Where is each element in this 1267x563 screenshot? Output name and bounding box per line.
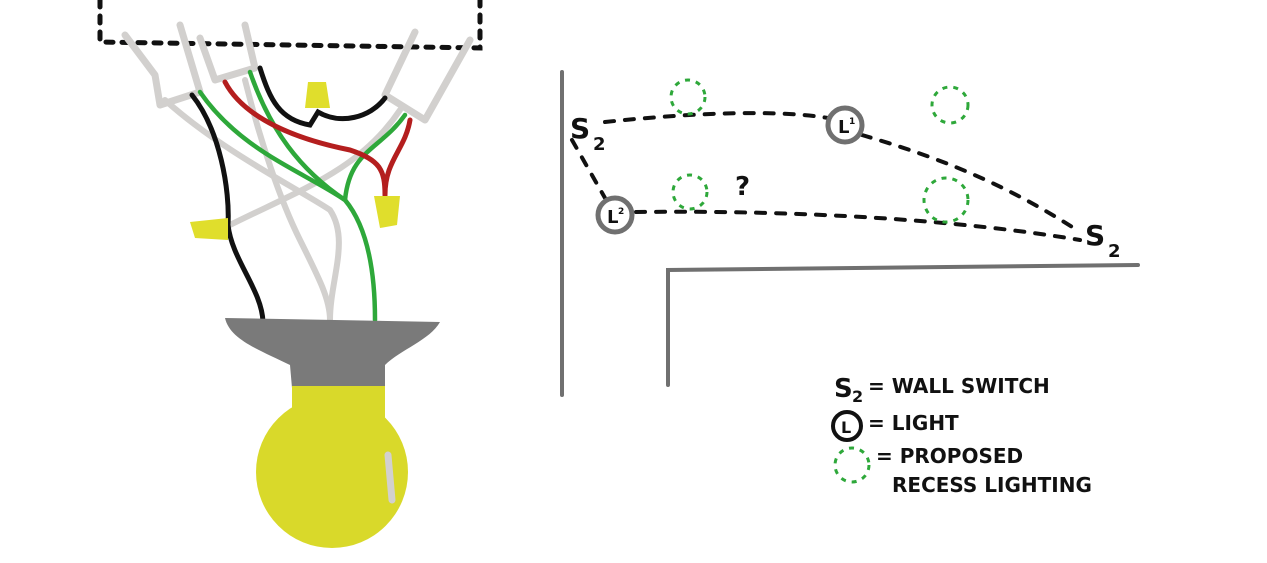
legend-recess-line1: = PROPOSED [876, 444, 1023, 468]
wiring-runs [570, 111, 1082, 242]
switch-top-label: S [570, 112, 590, 145]
black-wires [189, 65, 388, 325]
wire-nuts [190, 82, 400, 240]
wire-nut-left [190, 218, 228, 240]
switch-bottom-label: S [1085, 219, 1105, 252]
green-wires [197, 69, 408, 323]
switch-top-sub: 2 [593, 134, 606, 155]
switch-bottom-sub: 2 [1108, 241, 1121, 262]
light-bulb [256, 396, 408, 548]
proposed-recess-lights [669, 78, 970, 224]
legend-recess-icon [833, 446, 871, 484]
light-2: L 2 [595, 195, 635, 235]
light-1: L 1 [825, 105, 865, 145]
wire-nut-top [305, 82, 330, 108]
light-1-sup: 1 [849, 117, 855, 127]
floor-plan-walls [560, 70, 1140, 397]
bulb-socket [225, 318, 440, 388]
recess-light [671, 173, 709, 211]
recess-light [669, 78, 707, 116]
question-mark: ? [735, 172, 750, 202]
legend-light-text: = LIGHT [868, 411, 959, 435]
legend-light-symbol: L [841, 418, 851, 437]
light-2-sup: 2 [618, 207, 624, 217]
cable-sleeves [121, 21, 474, 124]
legend-switch-symbol: S [834, 374, 853, 404]
bulb-highlight [384, 451, 396, 504]
light-2-label: L [607, 207, 618, 228]
red-wires [222, 79, 413, 198]
legend: S 2 = WALL SWITCH L = LIGHT = PROPOSED R… [831, 374, 1092, 497]
legend-light-icon [831, 410, 863, 442]
wire-nut-right [374, 196, 400, 228]
junction-box-outline [97, 0, 483, 51]
recess-light [922, 176, 970, 224]
light-1-label: L [838, 117, 849, 138]
recess-light [930, 85, 970, 125]
legend-switch-text: = WALL SWITCH [868, 374, 1050, 398]
legend-switch-sub: 2 [852, 387, 863, 406]
legend-recess-line2: RECESS LIGHTING [892, 473, 1092, 497]
bulb-neck [292, 386, 385, 426]
